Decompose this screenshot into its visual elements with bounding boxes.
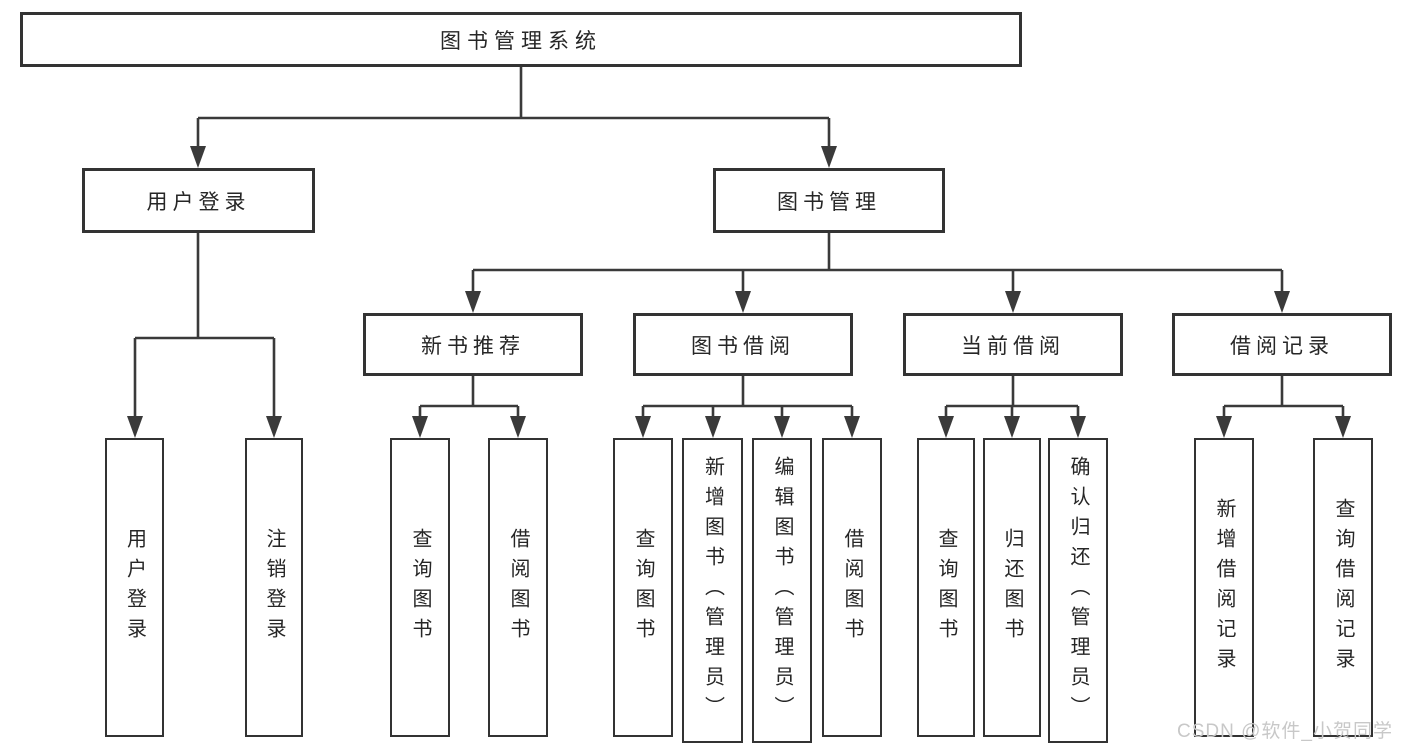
- leaf-user-login: 用户登录: [105, 438, 164, 737]
- node-borrow-records-label: 借阅记录: [1230, 334, 1334, 358]
- node-book-borrow-label: 图书借阅: [691, 334, 795, 358]
- leaf-return-book: 归还图书: [983, 438, 1041, 737]
- node-root: 图书管理系统: [20, 12, 1022, 67]
- leaf-query-books-borrow-label: 查询图书: [632, 527, 654, 648]
- leaf-edit-book-admin-label: 编辑图书（管理员）: [771, 455, 793, 726]
- leaf-borrow-books-recommend: 借阅图书: [488, 438, 548, 737]
- leaf-user-login-label: 用户登录: [123, 527, 146, 648]
- leaf-logout: 注销登录: [245, 438, 303, 737]
- node-current-borrow-label: 当前借阅: [961, 334, 1065, 358]
- leaf-query-books-current-label: 查询图书: [935, 527, 957, 648]
- leaf-query-books-borrow: 查询图书: [613, 438, 673, 737]
- node-user-login-label: 用户登录: [146, 190, 251, 214]
- leaf-confirm-return-admin: 确认归还（管理员）: [1048, 438, 1108, 743]
- leaf-query-books-recommend-label: 查询图书: [409, 527, 431, 648]
- leaf-query-borrow-record-label: 查询借阅记录: [1332, 497, 1354, 678]
- watermark: CSDN @软件_小贺同学: [1177, 721, 1393, 742]
- leaf-edit-book-admin: 编辑图书（管理员）: [752, 438, 812, 743]
- leaf-query-borrow-record: 查询借阅记录: [1313, 438, 1373, 737]
- leaf-borrow-books-borrow-label: 借阅图书: [841, 527, 863, 648]
- leaf-borrow-books-borrow: 借阅图书: [822, 438, 882, 737]
- leaf-confirm-return-admin-label: 确认归还（管理员）: [1067, 455, 1089, 726]
- node-book-management: 图书管理: [713, 168, 945, 233]
- node-new-book-recommend: 新书推荐: [363, 313, 583, 376]
- node-user-login: 用户登录: [82, 168, 315, 233]
- node-new-book-recommend-label: 新书推荐: [421, 334, 525, 358]
- node-current-borrow: 当前借阅: [903, 313, 1123, 376]
- node-root-label: 图书管理系统: [440, 29, 602, 53]
- leaf-query-books-current: 查询图书: [917, 438, 975, 737]
- node-borrow-records: 借阅记录: [1172, 313, 1392, 376]
- node-book-management-label: 图书管理: [777, 190, 881, 214]
- leaf-logout-label: 注销登录: [263, 527, 285, 648]
- leaf-return-book-label: 归还图书: [1001, 527, 1023, 648]
- leaf-query-books-recommend: 查询图书: [390, 438, 450, 737]
- leaf-add-book-admin: 新增图书（管理员）: [682, 438, 743, 743]
- node-book-borrow: 图书借阅: [633, 313, 853, 376]
- leaf-borrow-books-recommend-label: 借阅图书: [507, 527, 529, 648]
- leaf-add-book-admin-label: 新增图书（管理员）: [701, 455, 724, 726]
- leaf-add-borrow-record: 新增借阅记录: [1194, 438, 1254, 737]
- leaf-add-borrow-record-label: 新增借阅记录: [1213, 497, 1235, 678]
